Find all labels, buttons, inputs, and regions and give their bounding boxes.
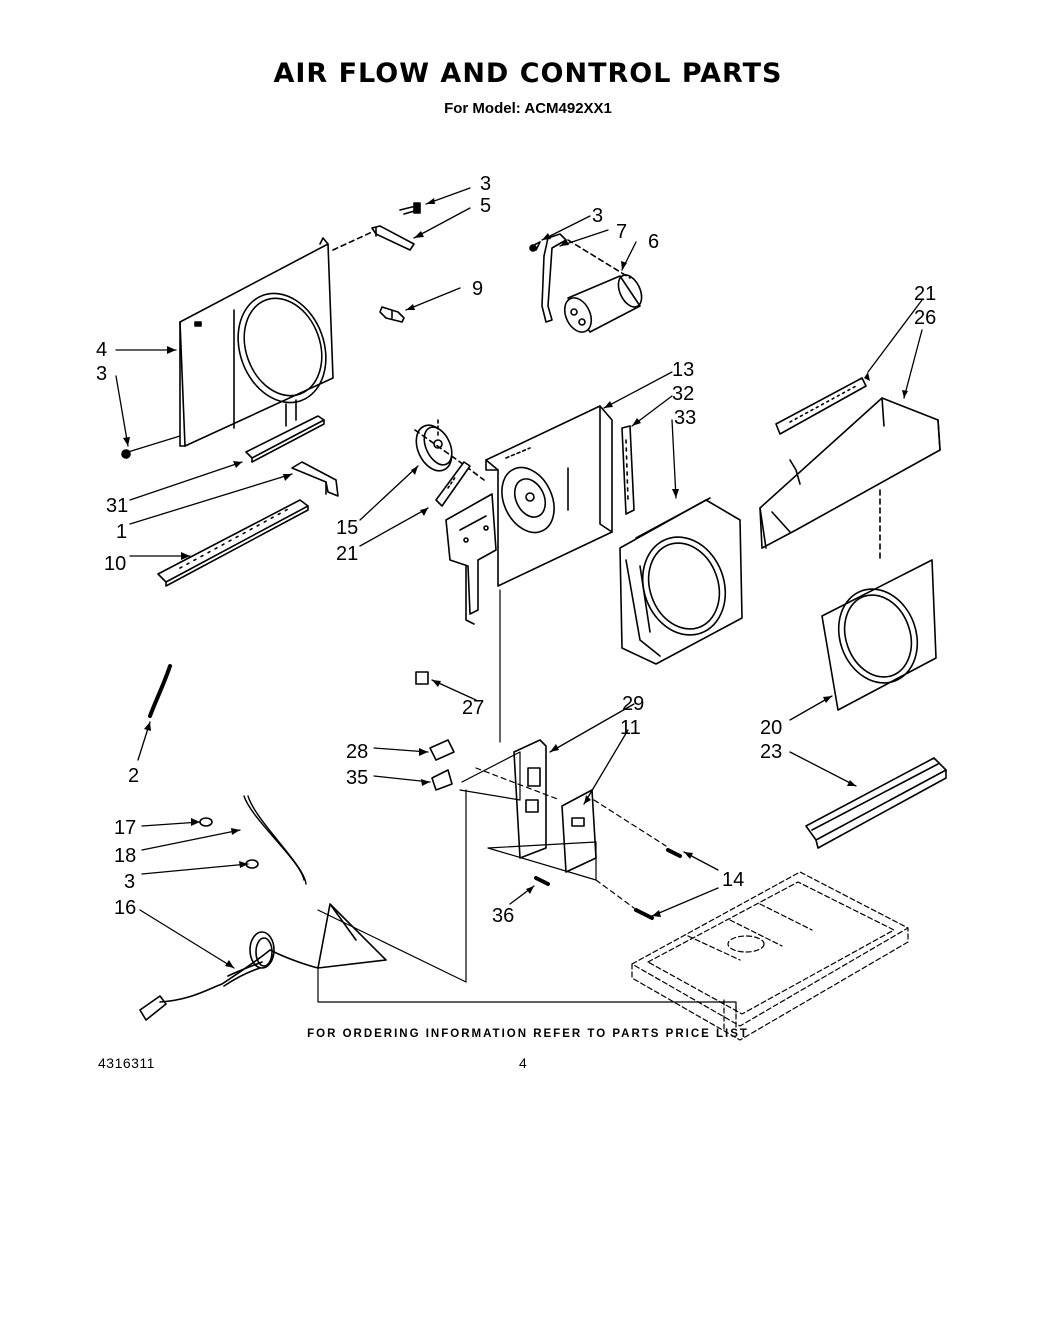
base-pan-part <box>631 871 909 1041</box>
bracket-5-part <box>371 225 415 251</box>
label-part-9: 9 <box>472 278 483 300</box>
label-part-3: 3 <box>96 363 107 385</box>
label-part-14: 14 <box>722 869 744 891</box>
power-cord-16-part <box>139 903 387 1021</box>
label-part-13: 13 <box>672 359 694 381</box>
scroll-housing-33-part <box>619 497 743 665</box>
orifice-20-part <box>821 559 937 711</box>
label-part-27: 27 <box>462 697 484 719</box>
label-part-32: 32 <box>672 383 694 405</box>
control-board-11-part <box>561 789 597 873</box>
front-panel-part <box>179 237 334 447</box>
ordering-note: FOR ORDERING INFORMATION REFER TO PARTS … <box>307 1028 749 1040</box>
partition-13-part <box>485 405 613 587</box>
label-part-16: 16 <box>114 897 136 919</box>
label-part-20: 20 <box>760 717 782 739</box>
label-part-21: 21 <box>914 283 936 305</box>
part-labels: 3 5 3 7 6 9 4 3 21 26 13 32 33 31 1 15 2… <box>96 173 936 927</box>
screw-36-part <box>534 876 550 886</box>
label-part-2: 2 <box>128 765 139 787</box>
strip-31-part <box>245 415 325 463</box>
clip-9-part <box>379 306 405 323</box>
label-part-3: 3 <box>480 173 491 195</box>
screw-17-part <box>199 817 213 827</box>
label-part-3: 3 <box>592 205 603 227</box>
strip-10-part <box>157 499 309 587</box>
label-part-26: 26 <box>914 307 936 329</box>
assembly-lines <box>317 589 737 1013</box>
switch-28-part <box>429 739 455 761</box>
label-part-31: 31 <box>106 495 128 517</box>
label-part-18: 18 <box>114 845 136 867</box>
label-part-10: 10 <box>104 553 126 575</box>
label-part-21: 21 <box>336 543 358 565</box>
arrowheads <box>123 198 908 968</box>
bracket-1-part <box>291 461 339 497</box>
document-number: 4316311 <box>98 1055 155 1071</box>
label-part-1: 1 <box>116 521 127 543</box>
label-part-28: 28 <box>346 741 368 763</box>
label-part-3: 3 <box>124 871 135 893</box>
label-part-4: 4 <box>96 339 107 361</box>
label-part-29: 29 <box>622 693 644 715</box>
label-part-23: 23 <box>760 741 782 763</box>
label-part-5: 5 <box>480 195 491 217</box>
duct-26-part <box>759 397 941 549</box>
label-part-36: 36 <box>492 905 514 927</box>
control-bracket-29-part <box>513 739 547 859</box>
screw-left-part <box>121 435 181 459</box>
wire-18-part <box>243 795 307 885</box>
clip-27-part <box>415 671 429 685</box>
strip-32-part <box>621 425 635 515</box>
label-part-6: 6 <box>648 231 659 253</box>
model-subtitle: For Model: ACM492XX1 <box>444 100 612 117</box>
switch-35-part <box>431 769 453 791</box>
motor-bracket-part <box>445 493 497 625</box>
screw-part <box>399 202 421 215</box>
channel-23-part <box>805 757 947 849</box>
label-part-35: 35 <box>346 767 368 789</box>
label-part-17: 17 <box>114 817 136 839</box>
label-part-7: 7 <box>616 221 627 243</box>
screw-14b-part <box>634 908 654 920</box>
screw-14a-part <box>666 848 682 858</box>
capacitor-bracket-part <box>529 233 567 323</box>
label-part-15: 15 <box>336 517 358 539</box>
strip-21-right-part <box>775 377 867 435</box>
page-title: AIR FLOW AND CONTROL PARTS <box>273 58 783 89</box>
page-number: 4 <box>519 1055 527 1071</box>
bracket-21-part <box>435 461 471 507</box>
label-part-11: 11 <box>620 717 641 739</box>
tube-2-part <box>148 664 172 718</box>
label-part-33: 33 <box>674 407 696 429</box>
capacitor-6-part <box>563 274 643 333</box>
